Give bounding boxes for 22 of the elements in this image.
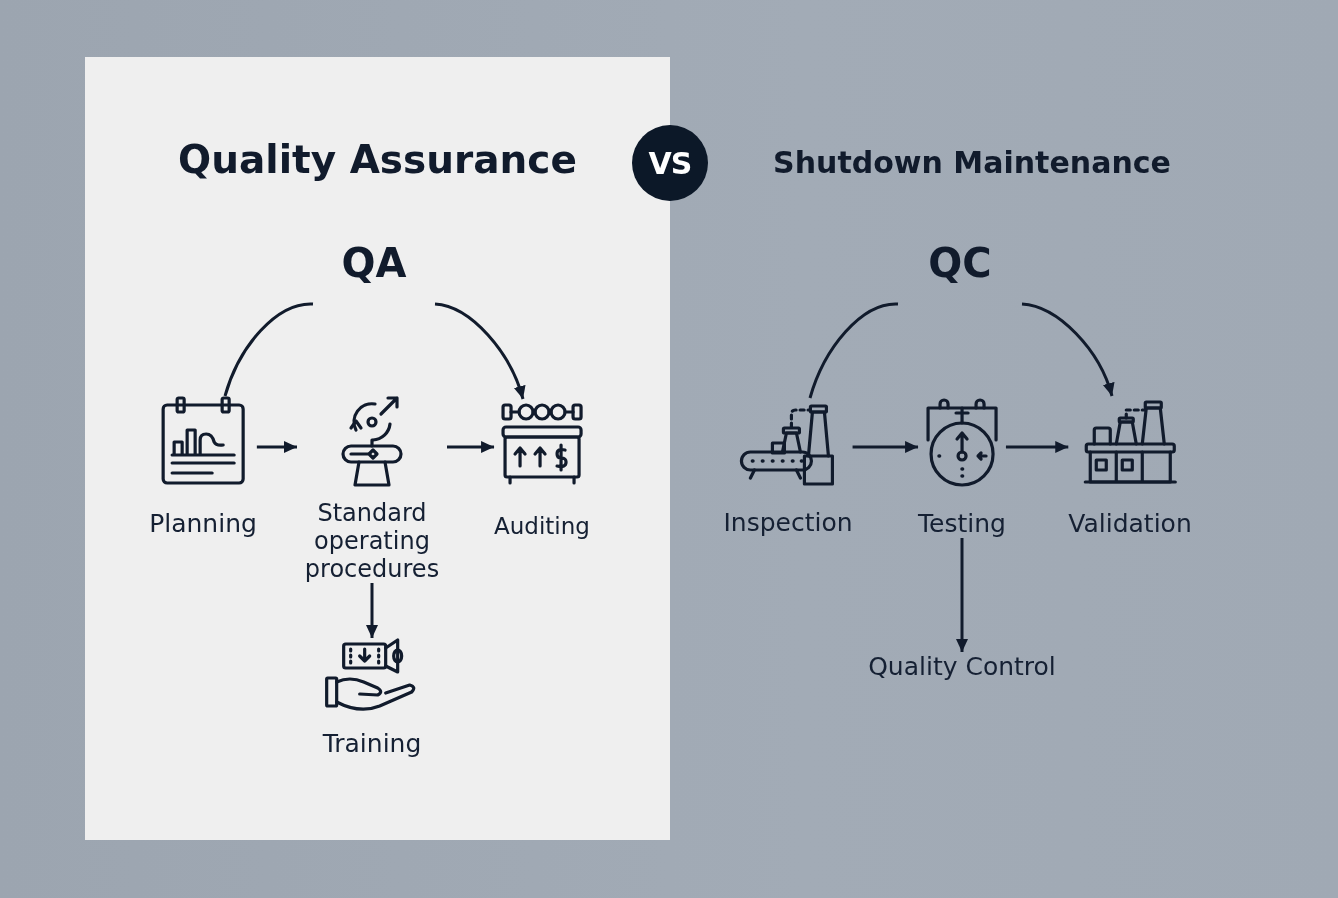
panel-title: Quality Assurance bbox=[178, 137, 577, 184]
section-title: Shutdown Maintenance bbox=[773, 145, 1171, 181]
arrow bbox=[1021, 302, 1114, 397]
step-label: Testing bbox=[918, 509, 1006, 538]
step-label: Quality Control bbox=[868, 652, 1056, 681]
connector-line bbox=[808, 302, 899, 399]
step-label: Training bbox=[322, 729, 422, 758]
arrow bbox=[956, 538, 968, 652]
connector-line bbox=[223, 302, 314, 397]
group-heading: QC bbox=[928, 240, 992, 286]
arrow bbox=[1005, 441, 1069, 453]
arrow bbox=[366, 583, 378, 638]
step-label: Auditing bbox=[494, 513, 590, 540]
arrow bbox=[256, 441, 297, 453]
step-label: Validation bbox=[1068, 509, 1192, 538]
group-heading: QA bbox=[341, 240, 407, 286]
step-label: Planning bbox=[149, 509, 257, 538]
arrow bbox=[447, 441, 495, 453]
arrow bbox=[434, 302, 525, 400]
arrow bbox=[852, 441, 919, 453]
step-label: Inspection bbox=[723, 508, 853, 537]
step-label: Standard operating procedures bbox=[303, 499, 441, 583]
